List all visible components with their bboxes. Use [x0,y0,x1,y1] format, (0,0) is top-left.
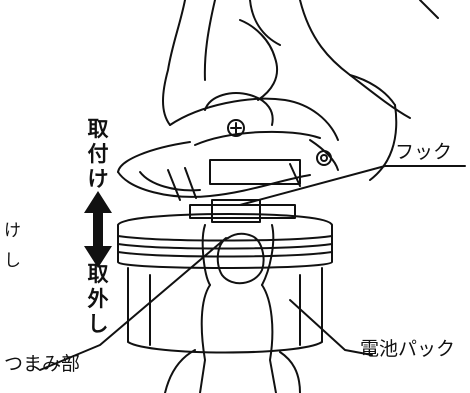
knob-callout: つまみ部 [4,353,81,375]
hook-callout: フック [395,141,453,163]
knob-leader-line [39,237,227,371]
gripping-hand [162,0,439,181]
attach-direction-label: 取 付 け [87,117,109,191]
battery-pack-leader-line [289,299,373,356]
detach-direction-label: 取 外 し [87,262,109,336]
battery-pack-body [117,213,333,354]
cropped-text-fragment-top: け [4,221,21,241]
cropped-text-fragment-bottom: し [4,251,21,271]
hook-leader-line [239,165,466,206]
tool-body [117,92,339,201]
pinching-hand [164,224,301,393]
battery-pack-callout: 電池パック [360,338,456,360]
up-down-arrow-icon [84,191,112,268]
